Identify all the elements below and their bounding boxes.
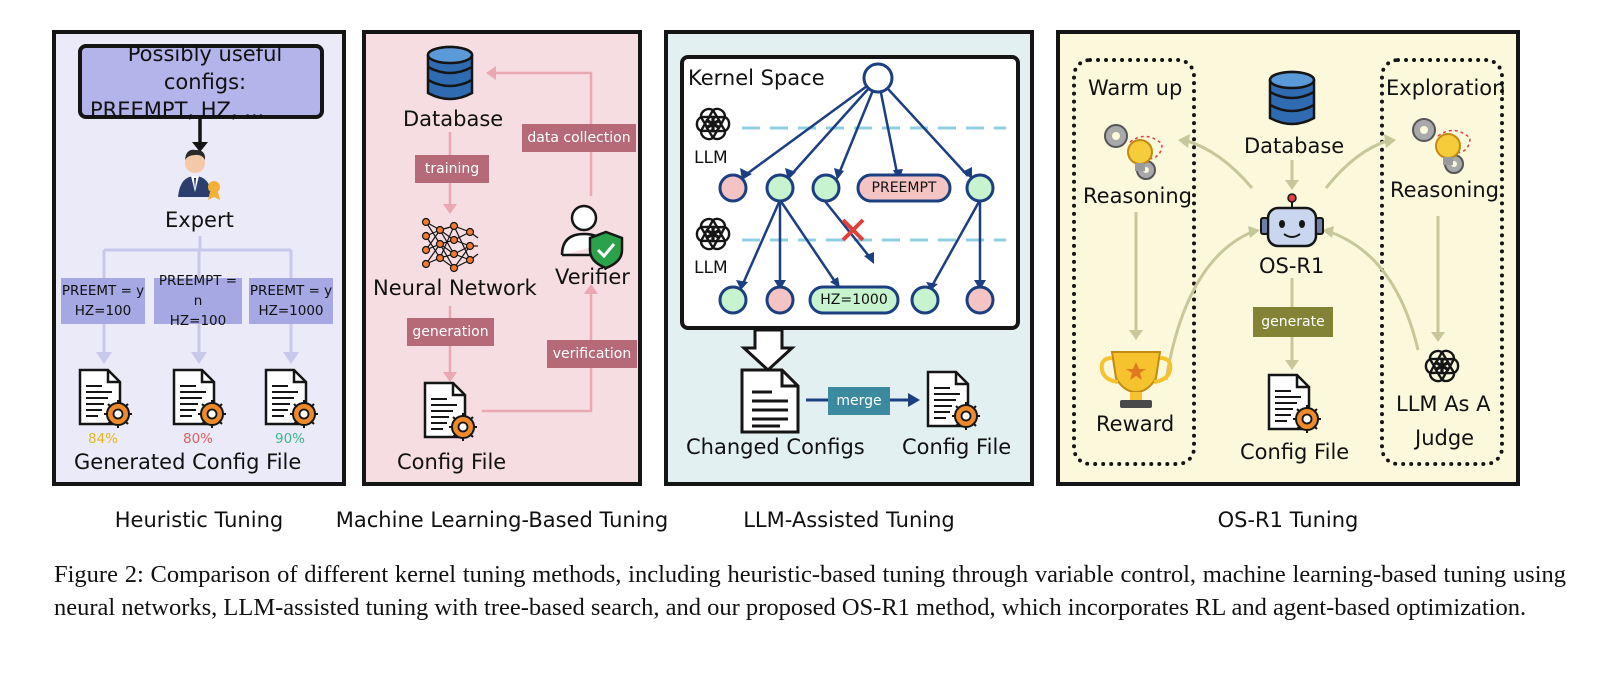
preempt-node-label: PREEMPT — [871, 180, 937, 196]
generate-text: generate — [1261, 314, 1325, 330]
possible-configs-box: Possibly useful configs: PREEMPT, HZ, ..… — [78, 42, 324, 122]
configs-line-1: Possibly useful configs: — [127, 41, 283, 94]
warm-up-label: Warm up — [1088, 76, 1183, 100]
generation-label: generation — [407, 318, 494, 346]
changed-configs-label: Changed Configs — [686, 435, 865, 459]
llm-label-2: LLM — [694, 258, 728, 278]
tree-node — [718, 285, 748, 315]
osr1-tuning-title: OS-R1 Tuning — [1217, 508, 1359, 532]
tree-node — [811, 173, 841, 203]
data-collection-label: data collection — [522, 124, 636, 152]
merge-text: merge — [836, 393, 882, 409]
kernel-space-label: Kernel Space — [688, 66, 825, 90]
variant-1-line1: PREEMT = y — [61, 283, 145, 299]
llm-config-file-label: Config File — [902, 435, 1012, 459]
training-label: training — [415, 155, 489, 183]
judge-openai-icon — [1421, 346, 1463, 386]
ml-tuning-title: Machine Learning-Based Tuning — [335, 508, 669, 532]
preempt-node — [856, 173, 952, 203]
hz-node-label: HZ=1000 — [820, 292, 888, 308]
trophy-icon — [1099, 351, 1173, 408]
variant-3-line2: HZ=1000 — [258, 303, 324, 319]
generate-label: generate — [1253, 307, 1333, 337]
tree-node — [965, 285, 995, 315]
verification-label: verification — [547, 340, 637, 368]
variant-box-2: PREEMPT = n HZ=100 — [154, 273, 242, 329]
ml-config-file-label: Config File — [397, 450, 507, 474]
configs-line-2: PREEMPT, HZ, ... — [90, 97, 265, 122]
variant-1-line2: HZ=100 — [74, 303, 132, 319]
variant-3-percentage: 90% — [275, 431, 306, 447]
variant-2-line2: HZ=100 — [169, 313, 227, 329]
osr1-database-label: Database — [1244, 134, 1345, 158]
tree-node — [718, 173, 748, 203]
figure-caption: Figure 2: Comparison of different kernel… — [54, 561, 1566, 621]
tree-node — [965, 173, 995, 203]
generation-text: generation — [412, 324, 489, 340]
neural-network-label: Neural Network — [373, 276, 537, 300]
tree-node — [910, 285, 940, 315]
llm-judge-label-2: Judge — [1415, 426, 1475, 450]
llm-judge-label-1: LLM As A — [1396, 392, 1491, 416]
exploration-label: Exploration — [1386, 76, 1506, 100]
data-collection-text: data collection — [527, 130, 631, 146]
training-text: training — [424, 161, 480, 177]
heuristic-tuning-title: Heuristic Tuning — [114, 508, 284, 532]
variant-2-line1: PREEMPT = n — [158, 273, 238, 309]
variant-2-percentage: 80% — [183, 431, 214, 447]
tree-node — [765, 285, 795, 315]
verifier-label: Verifier — [555, 265, 630, 289]
variant-box-3: PREEMT = y HZ=1000 — [249, 278, 333, 324]
reward-label: Reward — [1096, 412, 1175, 436]
robot-icon — [1260, 193, 1324, 248]
verifier-icon — [560, 204, 624, 270]
rejected-mark-icon — [841, 218, 865, 242]
warmup-reasoning-icon — [1104, 124, 1163, 180]
tree-node — [765, 173, 795, 203]
os-r1-label: OS-R1 — [1259, 254, 1325, 278]
merge-label: merge — [828, 387, 890, 415]
hz-node — [808, 285, 900, 315]
osr1-config-file-icon — [1267, 373, 1323, 435]
variant-box-1: PREEMT = y HZ=100 — [61, 278, 145, 324]
osr1-config-file-label: Config File — [1240, 440, 1350, 464]
root-node — [862, 62, 894, 94]
generated-config-file-label: Generated Config File — [74, 450, 302, 474]
expert-label: Expert — [165, 208, 234, 232]
changed-configs-doc-icon — [740, 368, 800, 434]
llm-label-1: LLM — [694, 148, 728, 168]
verification-text: verification — [552, 346, 632, 362]
exploration-reasoning-label: Reasoning — [1390, 178, 1500, 202]
warm-up-group — [1072, 58, 1196, 466]
variant-1-percentage: 84% — [88, 431, 119, 447]
llm-tuning-title: LLM-Assisted Tuning — [743, 508, 955, 532]
variant-3-line1: PREEMT = y — [249, 283, 333, 299]
osr1-database-icon — [1268, 70, 1316, 126]
warmup-reasoning-label: Reasoning — [1083, 184, 1193, 208]
exploration-group — [1380, 58, 1504, 466]
exploration-reasoning-icon — [1412, 118, 1471, 174]
neural-network-icon — [425, 221, 479, 270]
ml-database-label: Database — [403, 107, 504, 131]
